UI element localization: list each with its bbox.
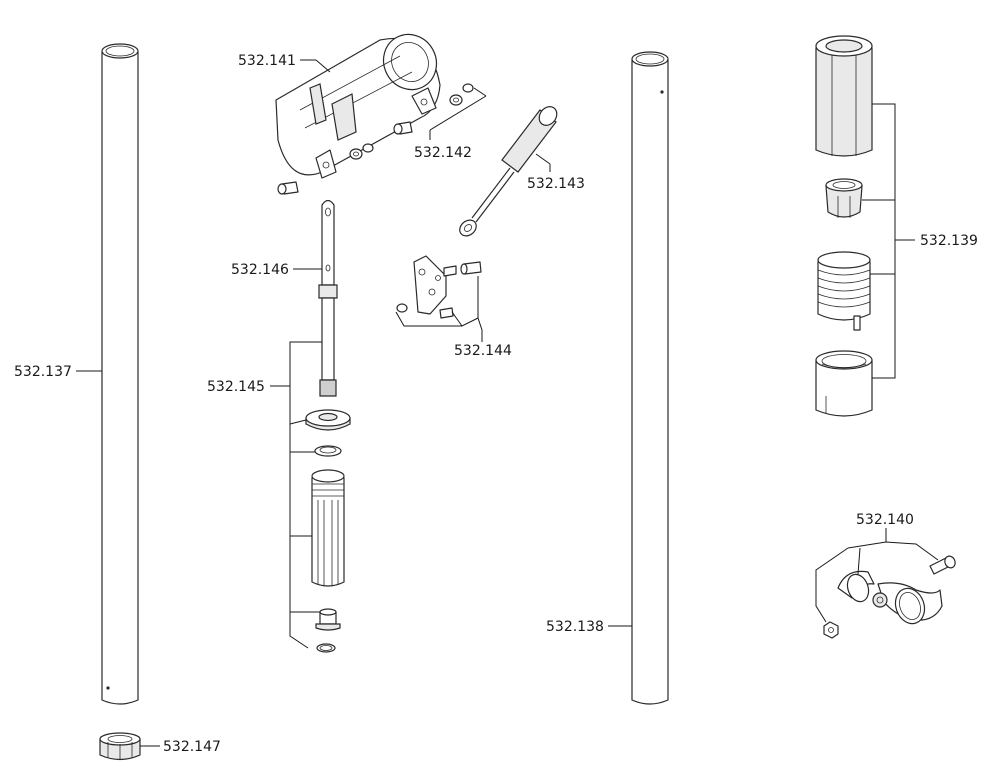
part-532-146-pivot-rod[interactable] bbox=[318, 199, 338, 299]
svg-text:532.141: 532.141 bbox=[238, 53, 296, 69]
svg-text:532.142: 532.142 bbox=[414, 145, 472, 161]
callout-532-145: 532.145 bbox=[207, 341, 322, 649]
svg-text:532.145: 532.145 bbox=[207, 379, 265, 395]
svg-text:532.140: 532.140 bbox=[856, 512, 914, 528]
callout-532-142: 532.142 bbox=[414, 87, 487, 161]
callout-532-138: 532.138 bbox=[546, 619, 632, 635]
part-532-139-connectors[interactable] bbox=[815, 35, 873, 417]
callout-532-139: 532.139 bbox=[862, 103, 978, 379]
svg-text:532.139: 532.139 bbox=[920, 233, 978, 249]
part-532-140-clamp[interactable] bbox=[823, 554, 957, 639]
part-532-144-bracket[interactable] bbox=[396, 255, 482, 319]
svg-text:532.137: 532.137 bbox=[14, 364, 72, 380]
part-532-147-cap[interactable] bbox=[99, 732, 141, 761]
callout-532-144: 532.144 bbox=[395, 276, 512, 359]
part-532-141-housing[interactable] bbox=[275, 25, 446, 179]
svg-text:532.138: 532.138 bbox=[546, 619, 604, 635]
callout-532-147: 532.147 bbox=[140, 739, 221, 755]
svg-text:532.147: 532.147 bbox=[163, 739, 221, 755]
part-532-142-fasteners[interactable] bbox=[277, 83, 474, 195]
part-532-138-pole[interactable] bbox=[631, 51, 669, 705]
callout-532-140: 532.140 bbox=[815, 512, 939, 623]
callout-532-137: 532.137 bbox=[14, 364, 102, 380]
part-532-143-gas-spring[interactable] bbox=[457, 103, 561, 239]
part-532-137-pole[interactable] bbox=[101, 43, 139, 705]
svg-text:532.143: 532.143 bbox=[527, 176, 585, 192]
part-532-145-rod-assembly[interactable] bbox=[305, 297, 351, 653]
callout-532-141: 532.141 bbox=[238, 53, 331, 73]
svg-text:532.144: 532.144 bbox=[454, 343, 512, 359]
callout-532-143: 532.143 bbox=[527, 153, 585, 192]
svg-text:532.146: 532.146 bbox=[231, 262, 289, 278]
callout-532-146: 532.146 bbox=[231, 262, 322, 278]
